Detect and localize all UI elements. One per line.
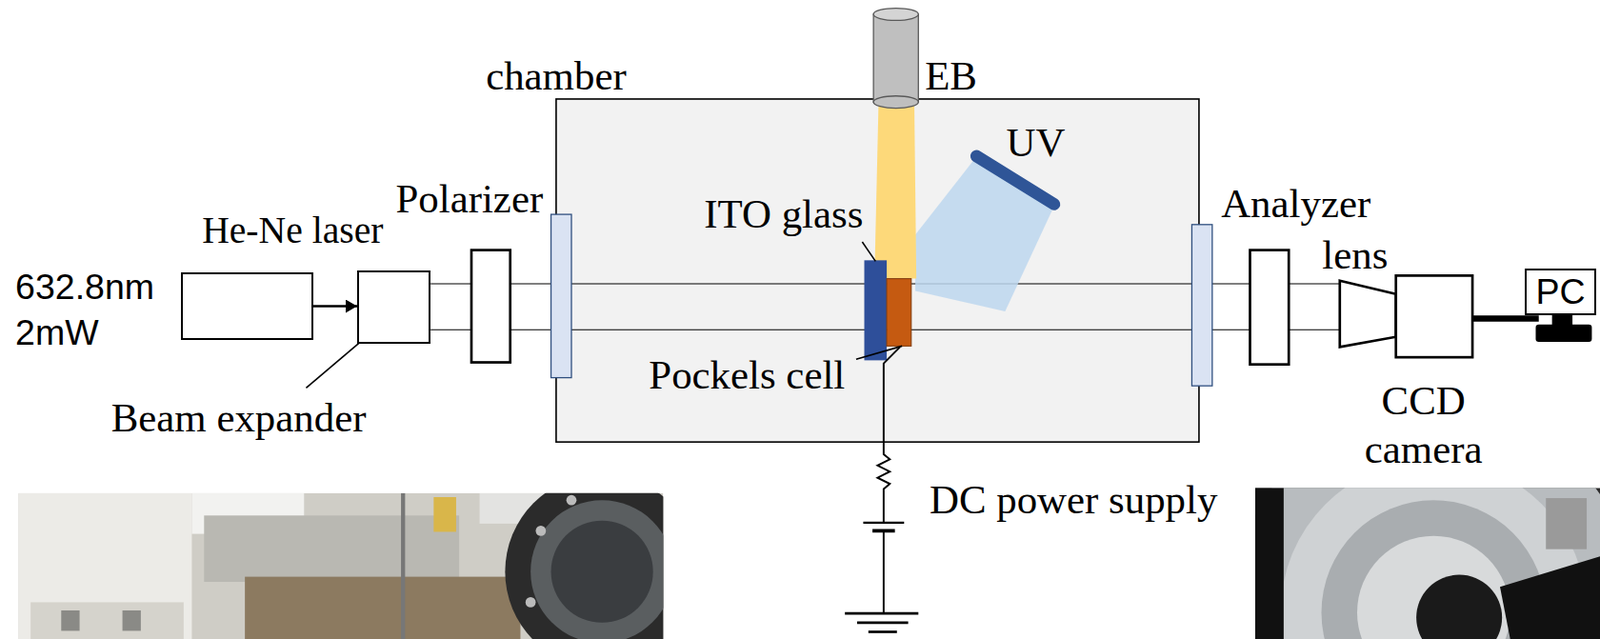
photo-bolt <box>536 525 547 537</box>
analyzer-label: Analyzer <box>1220 181 1371 227</box>
leader-line <box>861 241 876 261</box>
polarizer <box>471 250 511 363</box>
chamber-label: chamber <box>485 54 627 100</box>
ground-wire <box>882 530 885 614</box>
node-heading: He-Ne laser <box>201 210 383 253</box>
monitor-base <box>1536 324 1593 342</box>
laser-box: He-Ne laser <box>180 272 314 340</box>
photo-window <box>1416 574 1502 639</box>
photo-plate <box>1357 536 1511 639</box>
eb-label: EB <box>924 54 978 100</box>
photo-flange-ring <box>530 500 663 639</box>
laser-spec: 632.8nm 2mW <box>15 263 169 356</box>
pockels-label: Pockels cell <box>648 353 845 399</box>
photo-post <box>400 493 405 639</box>
pc-box: PC <box>1524 268 1597 316</box>
photo-flange <box>1255 487 1600 639</box>
photo-latch <box>1545 498 1587 550</box>
lens-label: lens <box>1321 232 1388 278</box>
battery-plate <box>862 521 904 524</box>
supply-wire <box>877 346 900 522</box>
photo-boxes <box>244 577 520 639</box>
arrow-connector <box>313 304 358 308</box>
node-text: PC <box>1535 272 1585 312</box>
ito-glass <box>864 260 888 360</box>
photo-shadow <box>1255 487 1284 639</box>
node-heading: Beam expander <box>111 396 367 441</box>
lens <box>1340 280 1397 348</box>
camera-photo <box>1255 487 1600 639</box>
analyzer <box>1250 250 1290 365</box>
electron-gun <box>873 14 919 102</box>
electron-beam <box>874 101 917 279</box>
polarizer-label: Polarizer <box>395 176 543 221</box>
electron-gun-top <box>873 8 919 21</box>
electron-gun-bottom <box>873 96 919 109</box>
photo-bolt <box>525 597 537 608</box>
uv-light <box>915 155 1055 312</box>
pockels-cell <box>886 279 912 347</box>
ground-symbol <box>844 612 919 616</box>
ground-symbol <box>868 630 898 634</box>
photo-tag <box>433 497 457 532</box>
beam-expander-box: Beam expander <box>357 270 431 344</box>
camera-label: CCD camera <box>1357 375 1490 474</box>
photo-knob <box>60 610 80 631</box>
photo-panel <box>30 601 184 639</box>
photo-tank <box>203 515 460 582</box>
ito-label: ITO glass <box>703 192 863 238</box>
ground-symbol <box>857 621 909 625</box>
ccd-camera <box>1396 275 1473 358</box>
leader-line <box>856 345 902 360</box>
camera-cable <box>1472 315 1540 321</box>
chamber-window <box>551 214 572 379</box>
photo-camera-body <box>1500 556 1600 639</box>
chamber-window <box>1191 224 1212 386</box>
supply-label: DC power supply <box>929 478 1218 523</box>
vacuum-chamber <box>556 99 1200 442</box>
photo-bolt <box>566 495 578 506</box>
photo-instrument <box>18 493 192 639</box>
photo-window <box>551 520 654 623</box>
photo-flange <box>504 493 663 639</box>
lab-photo <box>18 493 663 639</box>
uv-label: UV <box>1006 120 1066 165</box>
leader-line <box>305 342 360 388</box>
photo-knob <box>122 610 141 631</box>
